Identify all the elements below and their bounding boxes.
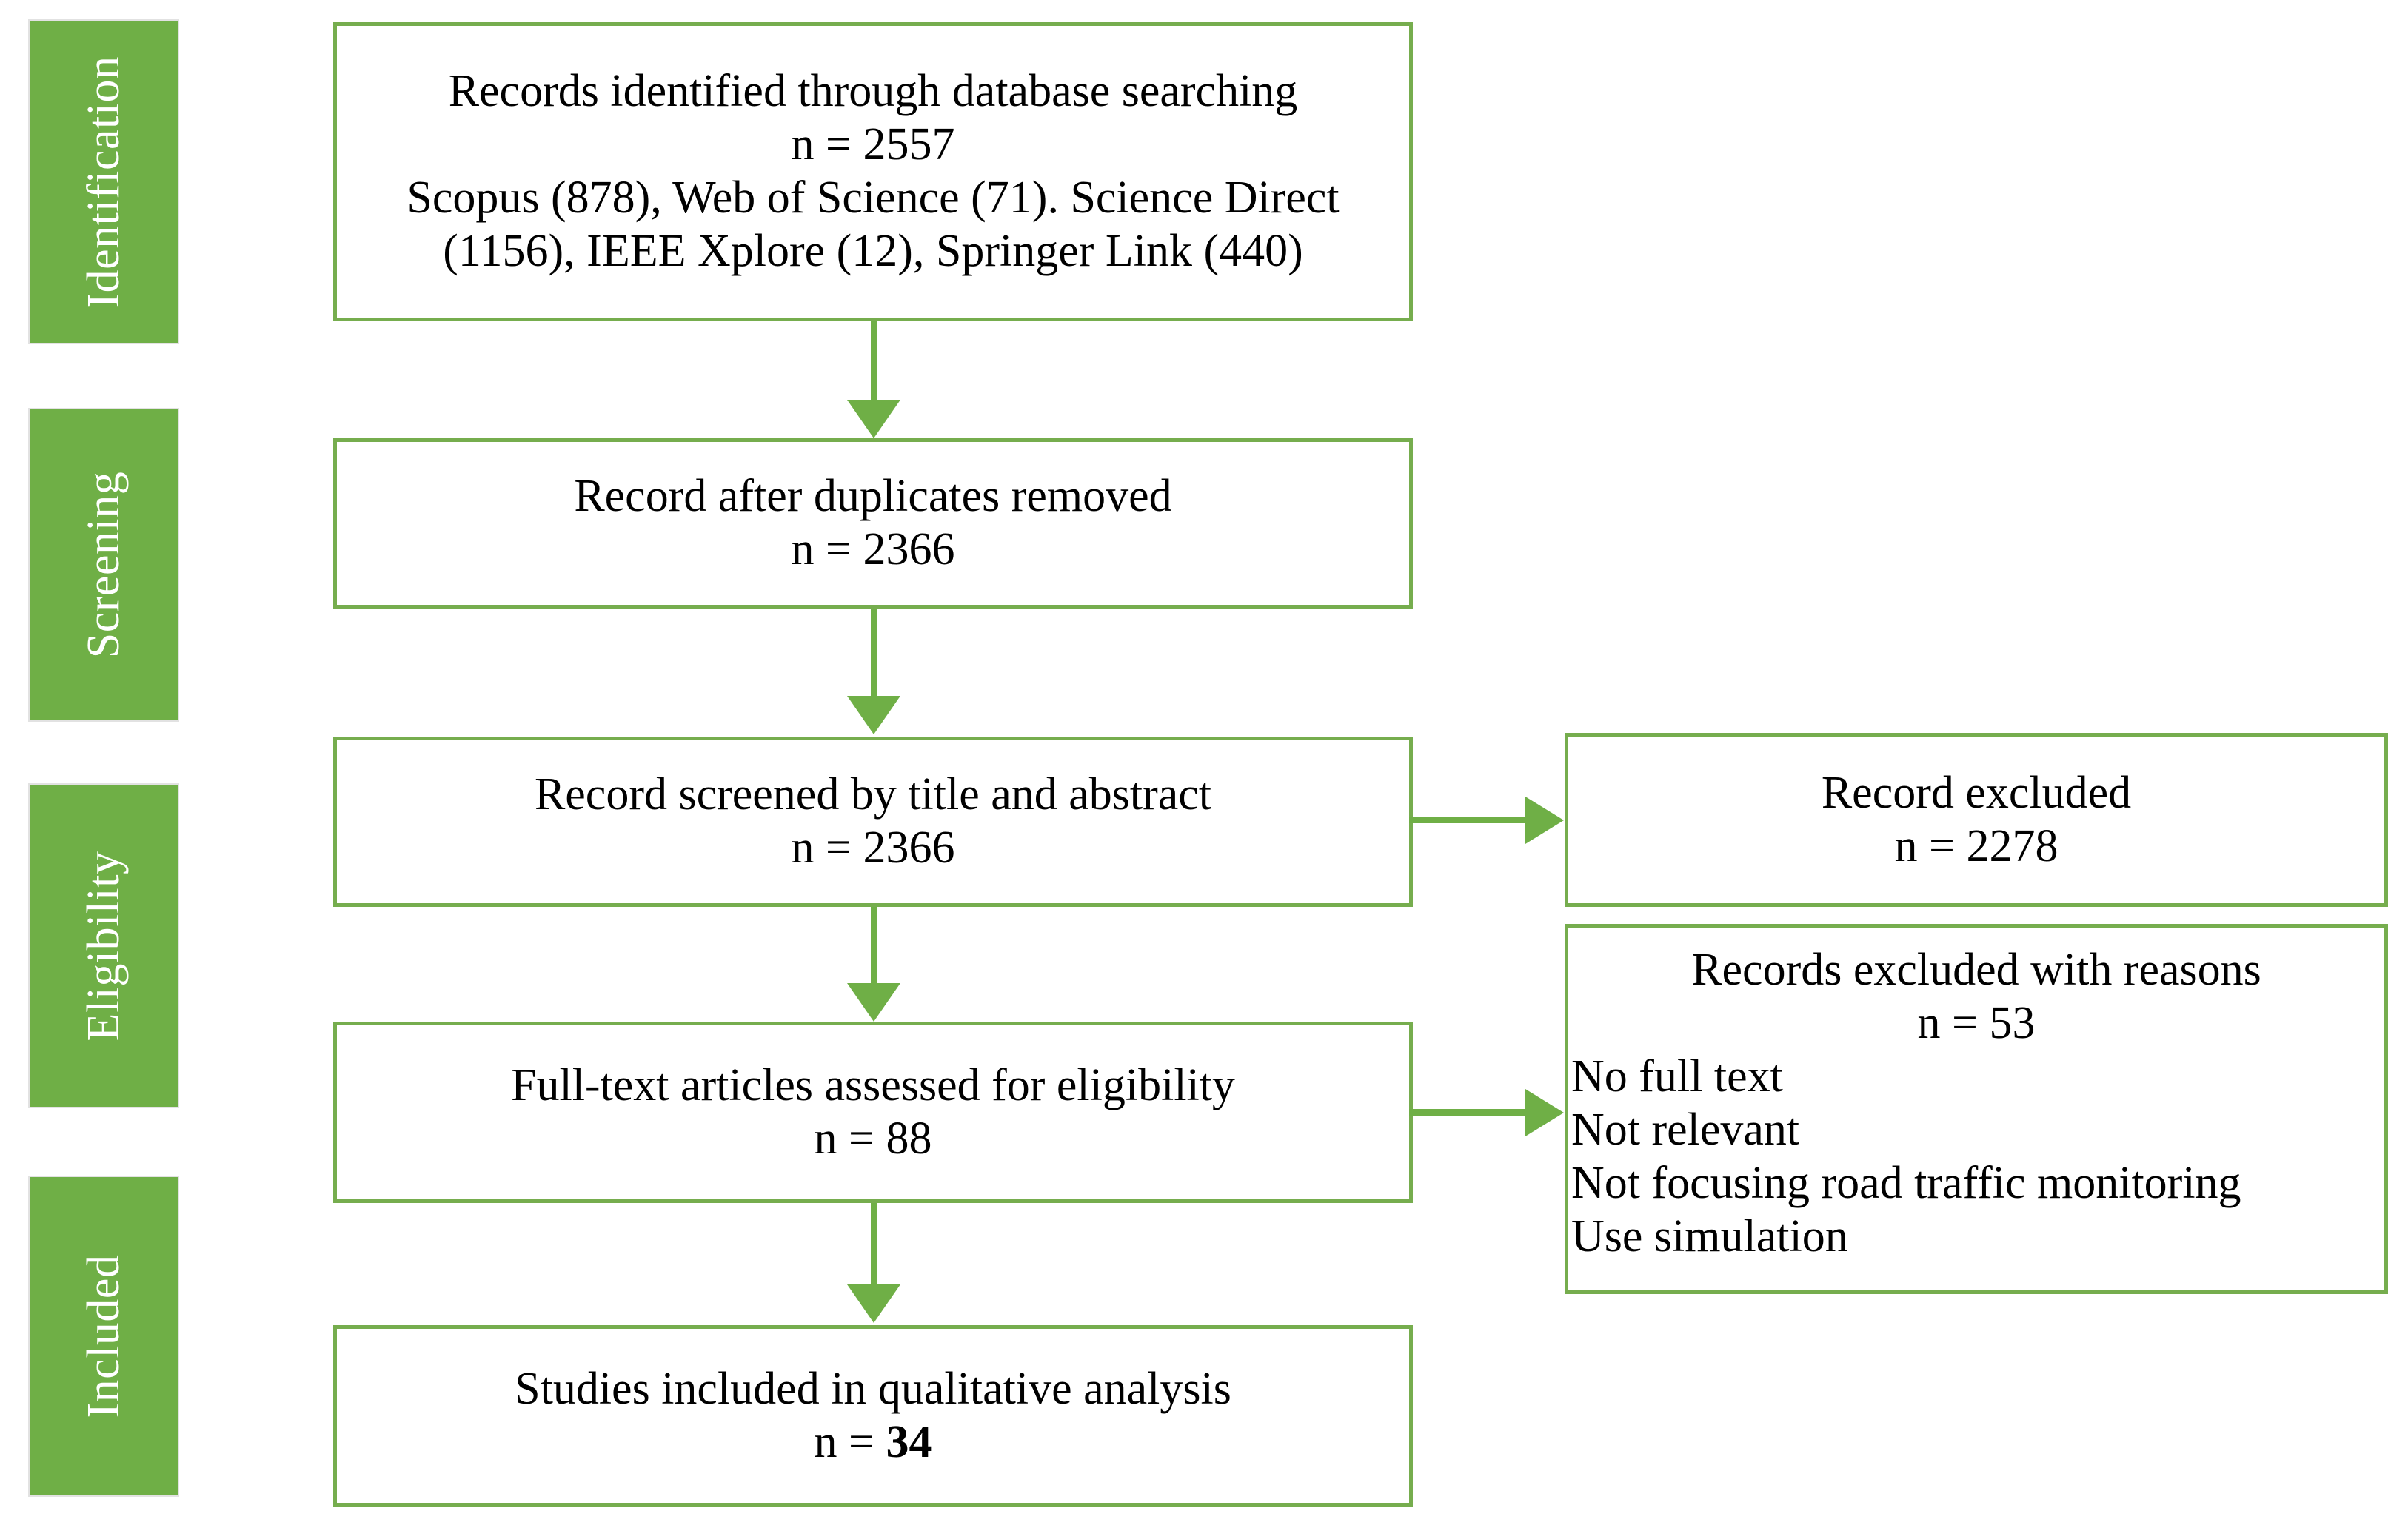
reason-item-4: Use simulation [1571, 1210, 1848, 1261]
box-studies-included-count-prefix: n = [814, 1416, 886, 1467]
connector-screened-to-excluded-arrow [1525, 797, 1564, 844]
reason-item-2: Not relevant [1571, 1104, 1800, 1155]
box-records-identified-line-1: Records identified through database sear… [448, 66, 1298, 117]
stage-label-eligibility: Eligibility [78, 851, 129, 1041]
box-studies-included-count: n = 34 [815, 1416, 932, 1470]
box-duplicates-removed-line-1: Record after duplicates removed [574, 471, 1172, 522]
box-excluded-with-reasons-count: n = 53 [1917, 997, 2036, 1048]
box-fulltext-assessed: Full-text articles assessed for eligibil… [333, 1022, 1413, 1203]
box-records-identified-count: n = 2557 [791, 119, 955, 170]
connector-identified-to-duplicates-line [871, 321, 877, 403]
box-record-excluded: Record excluded n = 2278 [1565, 733, 2388, 907]
connector-duplicates-to-screened-line [871, 609, 877, 697]
stage-label-screening: Screening [78, 471, 129, 659]
stage-label-identification: Identification [78, 56, 129, 308]
stage-label-included: Included [78, 1254, 129, 1418]
stage-bar-eligibility: Eligibility [30, 785, 178, 1107]
connector-fulltext-to-reasons-arrow [1525, 1089, 1564, 1136]
reason-item-3: Not focusing road traffic monitoring [1571, 1157, 2241, 1208]
box-excluded-with-reasons-title: Records excluded with reasons [1691, 945, 2261, 995]
box-studies-included-count-value: 34 [886, 1416, 932, 1467]
stage-bar-identification: Identification [30, 21, 178, 343]
stage-bar-screening: Screening [30, 409, 178, 720]
connector-fulltext-to-included-line [871, 1203, 877, 1284]
box-records-identified: Records identified through database sear… [333, 22, 1413, 321]
connector-screened-to-excluded-line [1409, 817, 1528, 823]
box-records-identified-line-3: Scopus (878), Web of Science (71). Scien… [407, 172, 1340, 223]
connector-identified-to-duplicates-arrow [847, 400, 900, 438]
connector-fulltext-to-included-arrow [847, 1284, 900, 1323]
box-record-excluded-count: n = 2278 [1894, 820, 2058, 871]
box-record-excluded-line-1: Record excluded [1821, 767, 2132, 818]
reason-item-1: No full text [1571, 1050, 1783, 1102]
box-duplicates-removed-count: n = 2366 [791, 524, 955, 574]
box-studies-included: Studies included in qualitative analysis… [333, 1325, 1413, 1507]
connector-screened-to-fulltext-line [871, 907, 877, 985]
box-studies-included-line-1: Studies included in qualitative analysis [515, 1363, 1231, 1414]
box-fulltext-assessed-count: n = 88 [814, 1113, 932, 1164]
box-records-screened-line-1: Record screened by title and abstract [534, 769, 1212, 820]
connector-fulltext-to-reasons-line [1409, 1109, 1528, 1116]
box-excluded-with-reasons: Records excluded with reasons n = 53 No … [1565, 924, 2388, 1294]
box-records-screened: Record screened by title and abstract n … [333, 737, 1413, 907]
box-records-identified-line-4: (1156), IEEE Xplore (12), Springer Link … [443, 225, 1303, 276]
stage-bar-included: Included [30, 1177, 178, 1495]
box-duplicates-removed: Record after duplicates removed n = 2366 [333, 438, 1413, 609]
box-fulltext-assessed-line-1: Full-text articles assessed for eligibil… [510, 1059, 1235, 1110]
connector-screened-to-fulltext-arrow [847, 983, 900, 1022]
box-records-screened-count: n = 2366 [791, 822, 955, 873]
connector-duplicates-to-screened-arrow [847, 696, 900, 734]
